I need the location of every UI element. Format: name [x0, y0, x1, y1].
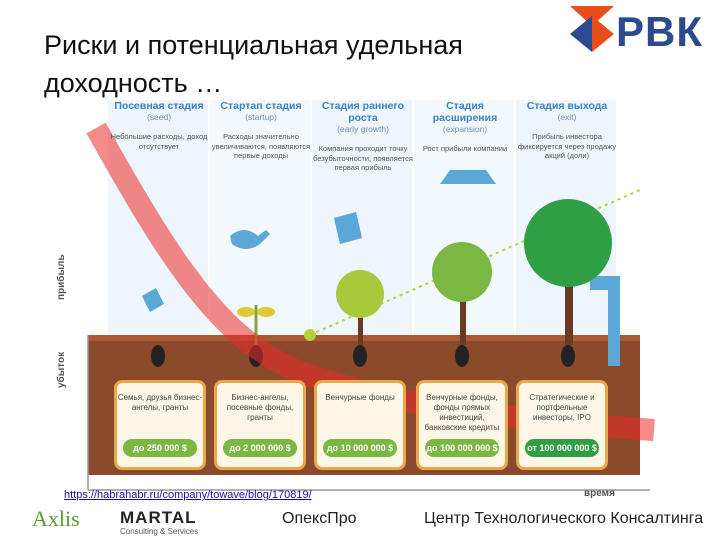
- soil-top: [88, 335, 640, 341]
- investor-card-2: Бизнес-ангелы, посевные фонды, гранты до…: [214, 380, 306, 470]
- axis-time-label: время: [584, 488, 615, 499]
- card-text: Семья, друзья бизнес-ангелы, гранты: [117, 393, 203, 412]
- amount-pill: до 100 000 000 $: [425, 439, 499, 457]
- stage-startup: Стартап стадия (startup) Расходы значите…: [210, 100, 312, 161]
- rvk-logo: РВК: [566, 2, 716, 62]
- stage-bg-2: [210, 100, 310, 335]
- investor-card-1: Семья, друзья бизнес-ангелы, гранты до 2…: [114, 380, 206, 470]
- stage-seed: Посевная стадия (seed) Небольшие расходы…: [108, 100, 210, 151]
- breakeven-point: [304, 329, 316, 341]
- rvk-logo-mark-icon: [570, 6, 614, 52]
- amount-pill: до 10 000 000 $: [323, 439, 397, 457]
- amount-prefix: от: [527, 443, 537, 453]
- amount-pill: от 100 000 000 $: [525, 439, 599, 457]
- watering-can-icon: [230, 230, 270, 249]
- tree-5-crown-icon: [524, 199, 612, 287]
- investor-card-3: Венчурные фонды до 10 000 000 $: [314, 380, 406, 470]
- source-link[interactable]: https://habrahabr.ru/company/towave/blog…: [64, 489, 312, 501]
- stage-en: (early growth): [337, 124, 389, 134]
- shower-icon: [440, 170, 496, 184]
- ctk-logo: Центр Технологического Консалтинга: [424, 510, 704, 527]
- stage-en: (expansion): [442, 124, 488, 134]
- investor-card-5: Стратегические и портфельные инвесторы, …: [516, 380, 608, 470]
- stage-desc: Рост прибыли компании: [422, 144, 508, 153]
- sprout-leaf-right: [257, 307, 275, 317]
- seed-4-icon: [455, 345, 469, 367]
- seed-5-icon: [561, 345, 575, 367]
- stage-desc: Прибыль инвестора фиксируется через прод…: [517, 132, 616, 160]
- axis-loss-label: убыток: [56, 351, 67, 388]
- stage-name: Стадия раннего роста: [321, 100, 405, 124]
- stage-name: Стадия выхода: [526, 100, 608, 112]
- axlis-logo: Axlis: [32, 506, 80, 531]
- tree-4-trunk: [460, 290, 466, 345]
- seed-1-icon: [151, 345, 165, 367]
- martal-logo: MARTAL: [120, 508, 197, 527]
- martal-sub: Consulting & Services: [120, 527, 199, 536]
- tree-3-trunk: [358, 310, 363, 345]
- stage-name: Стартап стадия: [220, 100, 302, 112]
- sprout-leaf-left: [237, 307, 255, 317]
- stage-en: (exit): [557, 112, 577, 122]
- tree-5-trunk: [565, 270, 573, 345]
- stage-en: (startup): [245, 112, 277, 122]
- investor-card-4: Венчурные фонды, фонды прямых инвестиций…: [416, 380, 508, 470]
- tree-3-crown-icon: [336, 270, 384, 318]
- cup-icon: [142, 288, 164, 312]
- amount-pill: до 250 000 $: [123, 439, 197, 457]
- amount-prefix: до: [426, 443, 438, 453]
- stage-exit: Стадия выхода (exit) Прибыль инвестора ф…: [516, 100, 618, 161]
- card-text: Бизнес-ангелы, посевные фонды, гранты: [226, 393, 294, 422]
- card-text: Венчурные фонды, фонды прямых инвестиций…: [424, 393, 500, 432]
- axis-profit-label: прибыль: [56, 254, 67, 300]
- opexpro-logo: ОпексПро: [282, 510, 357, 527]
- card-text: Стратегические и портфельные инвесторы, …: [529, 393, 595, 422]
- amount-value: 250 000 $: [146, 443, 187, 453]
- stage-name: Посевная стадия: [114, 100, 204, 112]
- stage-desc: Компания проходит точку безубыточности, …: [313, 144, 413, 172]
- pipe-icon: [590, 276, 620, 366]
- stage-desc: Небольшие расходы, доход отсутствует: [110, 132, 208, 151]
- stage-early-growth: Стадия раннего роста (early growth) Комп…: [312, 100, 414, 173]
- stage-expansion: Стадия расширения (expansion) Рост прибы…: [414, 100, 516, 154]
- stage-desc: Расходы значительно увеличиваются, появл…: [211, 132, 311, 160]
- stage-en: (seed): [146, 112, 172, 122]
- tree-4-crown-icon: [432, 242, 492, 302]
- amount-prefix: до: [326, 443, 339, 453]
- amount-value: 100 000 000 $: [539, 443, 597, 453]
- slide-title: Риски и потенциальная удельная доходност…: [44, 30, 463, 98]
- card-text: Венчурные фонды: [325, 393, 395, 402]
- stage-name: Стадия расширения: [432, 100, 498, 124]
- bucket-icon: [334, 212, 362, 244]
- amount-value: 100 000 000 $: [440, 443, 498, 453]
- amount-pill: до 2 000 000 $: [223, 439, 297, 457]
- amount-value: 2 000 000 $: [243, 443, 291, 453]
- amount-prefix: до: [133, 443, 145, 453]
- amount-prefix: до: [229, 443, 241, 453]
- seed-3-icon: [353, 345, 367, 367]
- rvk-logo-text: РВК: [616, 8, 703, 55]
- amount-value: 10 000 000 $: [340, 443, 394, 453]
